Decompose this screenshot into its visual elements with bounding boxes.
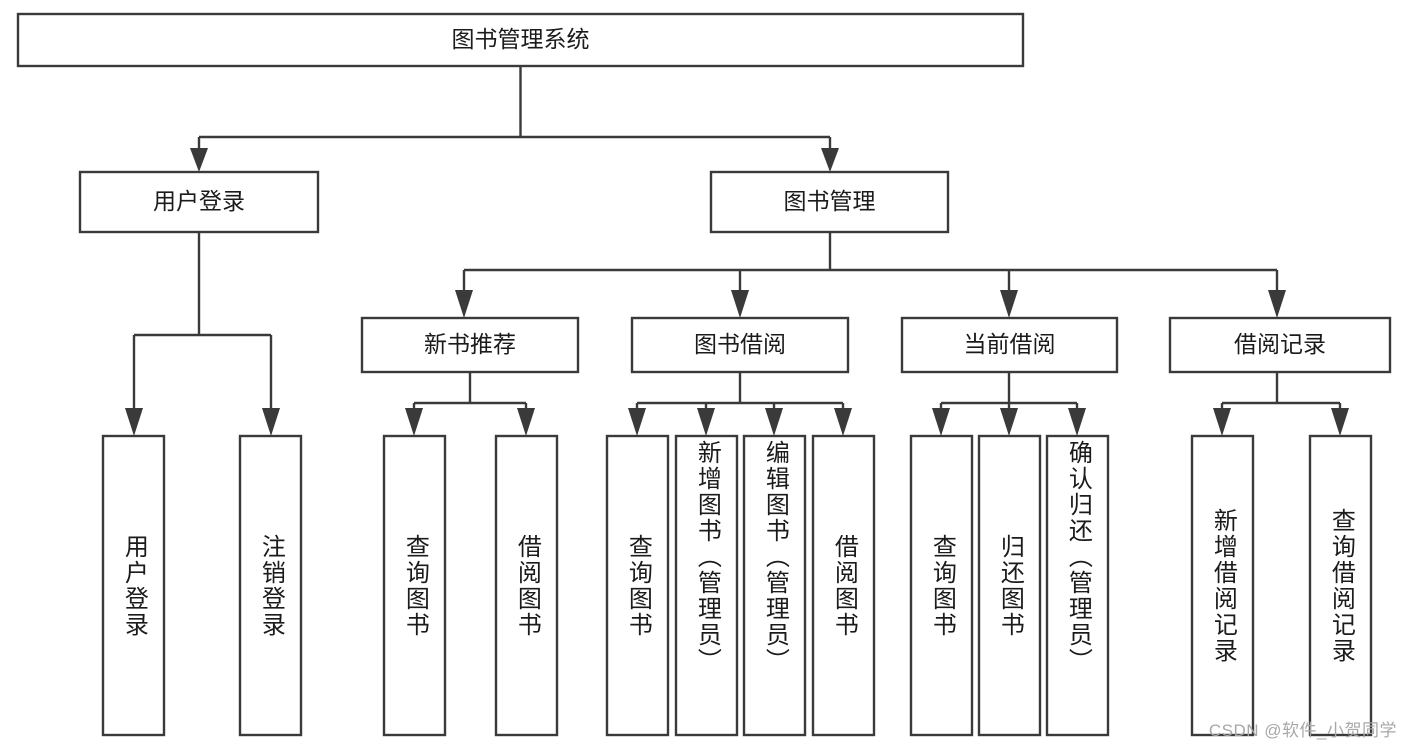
csdn-watermark: CSDN @软件_小贺同学 bbox=[1208, 721, 1397, 740]
node-leaf-user-login-box[interactable] bbox=[101, 434, 166, 737]
node-leaf-edit-book[interactable] bbox=[742, 434, 807, 737]
node-leaf-user-login[interactable] bbox=[101, 434, 166, 737]
arrow-book-borrow bbox=[731, 290, 749, 318]
node-book-manage-label: 图书管理 bbox=[784, 188, 876, 214]
node-leaf-return-book[interactable] bbox=[977, 434, 1042, 737]
arrow-leaf-query-book-3 bbox=[932, 408, 950, 436]
node-book-manage[interactable]: 图书管理 bbox=[709, 170, 950, 234]
node-leaf-add-record[interactable] bbox=[1190, 434, 1255, 737]
node-leaf-borrow-book-1-box[interactable] bbox=[494, 434, 559, 737]
node-borrow-record-box[interactable] bbox=[1168, 316, 1392, 374]
node-leaf-query-book-2-box[interactable] bbox=[605, 434, 670, 737]
connector-user-login-to-leaves bbox=[125, 232, 280, 436]
node-leaf-add-book-box[interactable] bbox=[674, 434, 739, 737]
node-root[interactable]: 图书管理系统 bbox=[16, 12, 1025, 68]
node-book-borrow[interactable]: 图书借阅 bbox=[630, 316, 850, 374]
node-leaf-edit-book-box[interactable] bbox=[742, 434, 807, 737]
arrow-current-borrow bbox=[1000, 290, 1018, 318]
arrow-user-login bbox=[190, 148, 208, 172]
node-root-box[interactable] bbox=[16, 12, 1025, 68]
arrow-leaf-user-login bbox=[125, 408, 143, 436]
node-current-borrow-box[interactable] bbox=[900, 316, 1119, 374]
arrow-leaf-query-record bbox=[1331, 408, 1349, 436]
arrow-leaf-logout-login bbox=[262, 408, 280, 436]
node-new-book-rec[interactable]: 新书推荐 bbox=[360, 316, 580, 374]
arrow-borrow-record bbox=[1268, 290, 1286, 318]
node-new-book-rec-box[interactable] bbox=[360, 316, 580, 374]
node-current-borrow-label: 当前借阅 bbox=[964, 331, 1056, 357]
node-book-manage-box[interactable] bbox=[709, 170, 950, 234]
arrow-leaf-add-book bbox=[697, 408, 715, 436]
node-leaf-confirm-return-box[interactable] bbox=[1045, 434, 1110, 737]
connector-new-book-rec-to-leaves bbox=[405, 372, 535, 436]
node-leaf-query-book-3-box[interactable] bbox=[909, 434, 974, 737]
arrow-leaf-edit-book bbox=[765, 408, 783, 436]
arrow-book-manage bbox=[821, 148, 839, 172]
node-new-book-rec-label: 新书推荐 bbox=[424, 331, 516, 357]
node-book-borrow-box[interactable] bbox=[630, 316, 850, 374]
arrow-new-book-rec bbox=[455, 290, 473, 318]
connector-book-borrow-to-leaves bbox=[628, 372, 852, 436]
node-borrow-record[interactable]: 借阅记录 bbox=[1168, 316, 1392, 374]
arrow-leaf-return-book bbox=[1000, 408, 1018, 436]
node-user-login-box[interactable] bbox=[78, 170, 320, 234]
arrow-leaf-confirm-return bbox=[1068, 408, 1086, 436]
node-user-login-label: 用户登录 bbox=[153, 188, 245, 214]
node-book-borrow-label: 图书借阅 bbox=[694, 331, 786, 357]
node-leaf-borrow-book-2[interactable] bbox=[811, 434, 876, 737]
node-leaf-logout-login[interactable] bbox=[238, 434, 303, 737]
node-leaf-confirm-return[interactable] bbox=[1045, 434, 1110, 737]
node-leaf-query-record-box[interactable] bbox=[1308, 434, 1373, 737]
node-leaf-borrow-book-1[interactable] bbox=[494, 434, 559, 737]
node-leaf-add-book[interactable] bbox=[674, 434, 739, 737]
arrow-leaf-add-record bbox=[1213, 408, 1231, 436]
node-leaf-query-book-2[interactable] bbox=[605, 434, 670, 737]
node-leaf-borrow-book-2-box[interactable] bbox=[811, 434, 876, 737]
node-root-label: 图书管理系统 bbox=[452, 26, 590, 52]
node-leaf-query-book-1[interactable] bbox=[382, 434, 447, 737]
node-user-login[interactable]: 用户登录 bbox=[78, 170, 320, 234]
arrow-leaf-borrow-book-2 bbox=[834, 408, 852, 436]
node-leaf-query-record[interactable] bbox=[1308, 434, 1373, 737]
node-current-borrow[interactable]: 当前借阅 bbox=[900, 316, 1119, 374]
arrow-leaf-query-book-2 bbox=[628, 408, 646, 436]
connector-current-borrow-to-leaves bbox=[932, 372, 1086, 436]
arrow-leaf-borrow-book-1 bbox=[517, 408, 535, 436]
connector-book-manage-to-level3 bbox=[455, 232, 1286, 318]
arrow-leaf-query-book-1 bbox=[405, 408, 423, 436]
node-leaf-query-book-1-box[interactable] bbox=[382, 434, 447, 737]
node-borrow-record-label: 借阅记录 bbox=[1234, 331, 1326, 357]
node-leaf-return-book-box[interactable] bbox=[977, 434, 1042, 737]
node-leaf-logout-login-box[interactable] bbox=[238, 434, 303, 737]
connector-borrow-record-to-leaves bbox=[1213, 372, 1349, 436]
node-leaf-add-record-box[interactable] bbox=[1190, 434, 1255, 737]
connector-root-to-level2 bbox=[190, 66, 839, 172]
node-leaf-query-book-3[interactable] bbox=[909, 434, 974, 737]
